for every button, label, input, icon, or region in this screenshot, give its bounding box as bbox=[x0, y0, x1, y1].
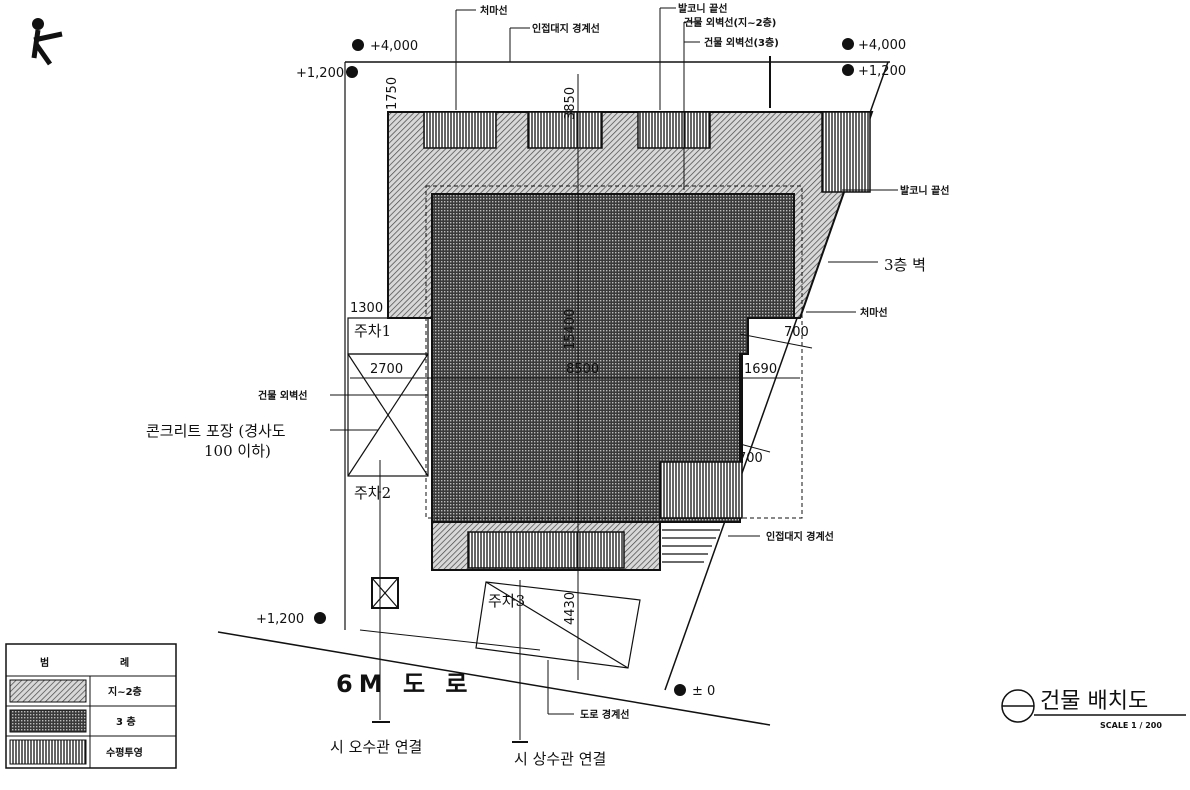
level-top-right: +4,000 bbox=[858, 38, 906, 53]
title-block bbox=[1001, 689, 1186, 723]
legend-row-3: 수평투영 bbox=[106, 746, 143, 759]
stairs bbox=[662, 521, 722, 563]
legend bbox=[5, 643, 177, 769]
label-eaves-top: 처마선 bbox=[480, 4, 508, 17]
dim-3850: 3850 bbox=[563, 87, 578, 120]
dim-1300: 1300 bbox=[350, 301, 383, 316]
dim-700b: 700 bbox=[738, 451, 763, 466]
level-upper-left: +1,200 bbox=[296, 66, 344, 81]
label-eaves-right: 처마선 bbox=[860, 306, 888, 319]
level-upper-right: +1,200 bbox=[858, 64, 906, 79]
dim-15400: 15400 bbox=[563, 309, 578, 350]
dimension-lines bbox=[350, 74, 813, 743]
dim-8500: 8500 bbox=[566, 362, 599, 377]
level-top-left: +4,000 bbox=[370, 39, 418, 54]
dim-700a: 700 bbox=[784, 325, 809, 340]
dim-2700: 2700 bbox=[370, 362, 403, 377]
label-site-boundary-top: 인접대지 경계선 bbox=[532, 22, 600, 35]
label-hand-right: 3층 벽 bbox=[884, 256, 926, 274]
level-markers bbox=[314, 38, 854, 696]
label-hand-left-2: 100 이하) bbox=[204, 442, 271, 460]
balcony-projections bbox=[423, 111, 871, 569]
label-park-3: 주차3 bbox=[488, 592, 525, 610]
label-road-boundary: 도로 경계선 bbox=[580, 708, 629, 721]
building-floor-3 bbox=[431, 193, 795, 523]
label-hand-left-1: 콘크리트 포장 (경사도 bbox=[146, 422, 286, 440]
legend-row-1: 지~2층 bbox=[108, 685, 142, 698]
label-balcony-right: 발코니 끝선 bbox=[900, 184, 949, 197]
label-park-2: 주차2 bbox=[354, 484, 391, 502]
label-park-1: 주차1 bbox=[354, 322, 391, 340]
legend-header-1: 범 bbox=[40, 656, 49, 669]
legend-header-2: 례 bbox=[120, 656, 129, 669]
label-wall-1-2: 건물 외벽선(지~2층) bbox=[684, 16, 776, 29]
label-water-left: 시 오수관 연결 bbox=[330, 738, 422, 756]
drawing-title: 건물 배치도 bbox=[1040, 689, 1148, 714]
level-lower-left: +1,200 bbox=[256, 612, 304, 627]
label-wall-3: 건물 외벽선(3층) bbox=[704, 36, 779, 49]
road-label: 6M 도 로 bbox=[336, 670, 473, 698]
north-arrow-icon bbox=[31, 18, 63, 66]
label-wall-left: 건물 외벽선 bbox=[258, 389, 307, 402]
label-water-right: 시 상수관 연결 bbox=[514, 750, 606, 768]
dim-1750: 1750 bbox=[385, 77, 400, 110]
dim-1690: 1690 bbox=[744, 362, 777, 377]
label-site-boundary-right: 인접대지 경계선 bbox=[766, 530, 834, 543]
label-balcony-top: 발코니 끝선 bbox=[678, 2, 727, 15]
legend-row-2: 3 층 bbox=[116, 715, 136, 728]
dim-4430: 4430 bbox=[563, 592, 578, 625]
level-bottom: ± 0 bbox=[692, 684, 715, 699]
drawing-scale: SCALE 1 / 200 bbox=[1100, 721, 1162, 730]
leader-lines bbox=[330, 7, 898, 715]
